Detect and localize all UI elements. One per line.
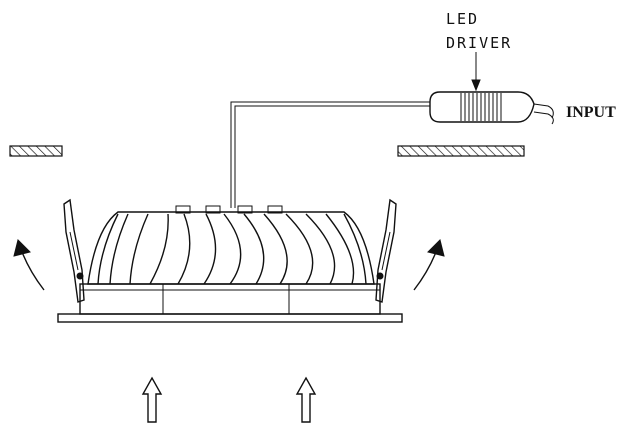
hollow-up-arrow-icon	[141, 376, 163, 423]
driver-label-line1: LED	[446, 10, 479, 28]
body-band	[79, 283, 381, 315]
trim-flange	[57, 313, 403, 323]
curved-arrow-up-right-icon	[413, 239, 445, 291]
hollow-up-arrow-icon-2	[295, 376, 317, 423]
downlight-fixture	[57, 198, 403, 323]
ceiling-left	[9, 145, 63, 157]
driver-label-line2: DRIVER	[446, 34, 512, 52]
curved-arrow-up-left-icon	[13, 239, 45, 291]
driver-pointer-arrow	[471, 52, 481, 92]
driver-ribs	[460, 93, 502, 121]
spring-clip-right	[375, 198, 397, 303]
input-cable	[533, 103, 554, 125]
heatsink-fins	[97, 213, 367, 285]
led-driver-box	[429, 91, 535, 123]
input-label: INPUT	[566, 104, 616, 121]
connection-cable	[230, 101, 430, 208]
spring-clip-left	[63, 198, 85, 303]
heatsink-outline	[87, 211, 375, 285]
ceiling-right	[397, 145, 525, 157]
